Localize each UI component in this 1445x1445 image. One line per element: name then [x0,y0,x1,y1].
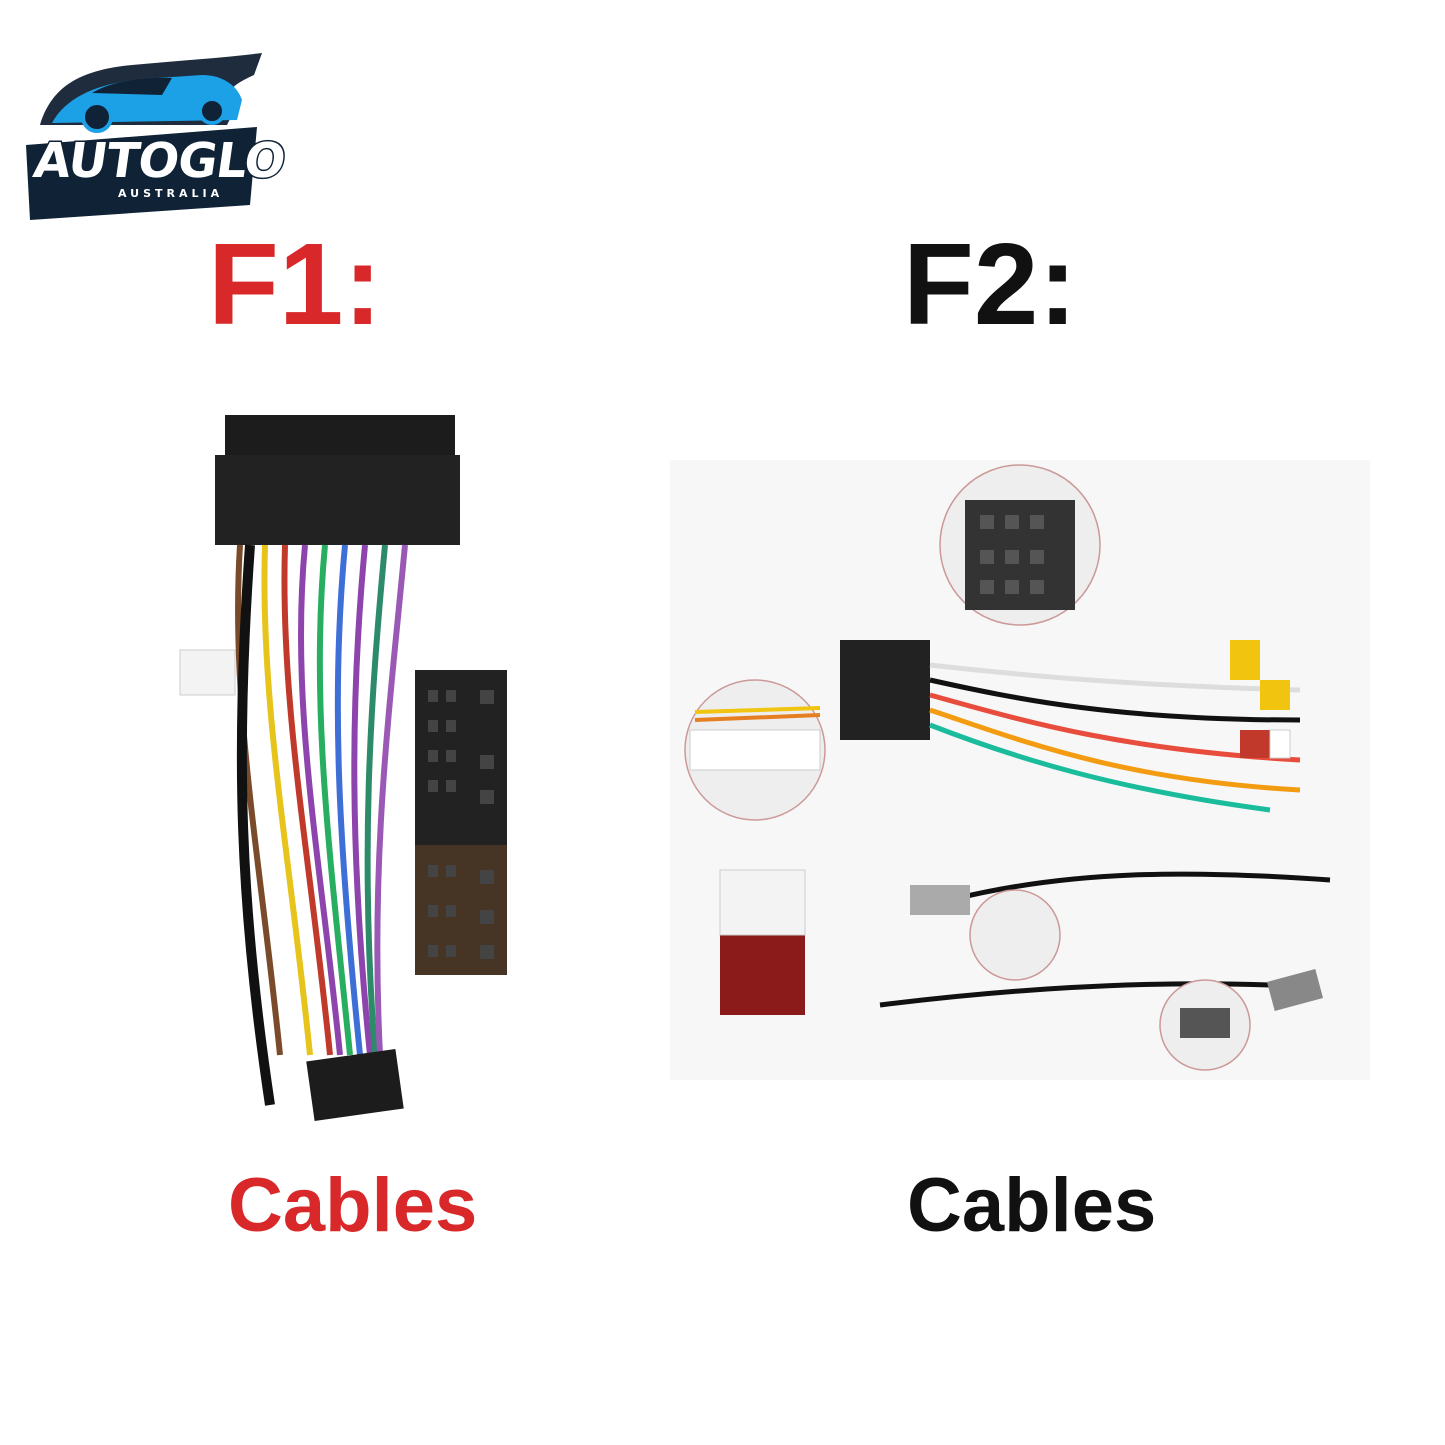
f2-heading: F2: [903,219,1077,349]
brand-logo: AUTOGLO AUSTRALIA [22,45,290,225]
f2-cable-harness-image [670,460,1370,1080]
logo-brand-text: AUTOGLO [29,132,290,191]
f2-caption: Cables [907,1163,1157,1248]
f1-cable-harness-image [170,405,530,1145]
f1-heading: F1: [208,219,382,349]
sports-car-icon [26,53,262,220]
f1-caption: Cables [228,1163,478,1248]
logo-subtitle: AUSTRALIA [118,187,224,200]
